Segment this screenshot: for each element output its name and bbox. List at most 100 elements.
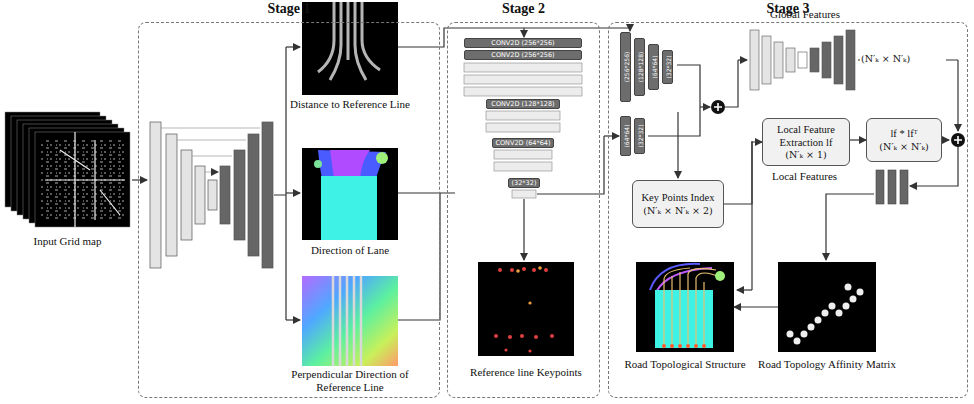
node-label: (256*256) (622, 52, 629, 83)
drawing-part (808, 324, 815, 331)
drawing-part (843, 303, 850, 310)
connector (724, 142, 762, 204)
drawing-part (274, 47, 286, 320)
drawing-part (544, 268, 548, 272)
drawing-part (35, 132, 130, 227)
keypoint-map (478, 262, 574, 356)
drawing-part (822, 310, 829, 317)
drawing-part (520, 334, 524, 338)
drawing-part (523, 28, 524, 37)
drawing-part (711, 100, 725, 114)
drawing-part (794, 338, 801, 345)
drawing-part (686, 344, 690, 348)
drawing-part (353, 276, 356, 366)
drawing-part (671, 276, 672, 346)
drawing-part (494, 334, 498, 338)
stage-heading: Stage 1 (139, 1, 439, 17)
perpendicular-map (302, 276, 398, 366)
drawing-part (532, 268, 536, 272)
drawing-part (954, 136, 962, 144)
image-panel: Input Grid map (5, 112, 130, 227)
drawing-part (332, 276, 335, 366)
feature-layer: (128*128) (634, 38, 645, 96)
drawing-part (362, 2, 380, 70)
connector (734, 306, 778, 307)
drawing-part (360, 276, 363, 366)
drawing-part (679, 272, 680, 346)
arrow (132, 179, 147, 180)
node-label: (N′ₖ × 1) (785, 149, 826, 160)
image-caption: Input Grid map (34, 235, 102, 247)
node-label: lf * lfᵀ (890, 128, 917, 141)
drawing-part (629, 28, 630, 31)
drawing-part (302, 276, 398, 366)
image-caption: Road Topological Structure (624, 358, 745, 370)
drawing-part (762, 36, 771, 84)
stage-region: Stage 1Distance to Reference LineDirecti… (138, 22, 440, 398)
node-label: CONV2D (256*256) (491, 51, 554, 59)
feature-layer: (64*64) (620, 116, 631, 156)
drawing-part (302, 2, 398, 95)
drawing-part (738, 59, 747, 60)
node-label: CONV2D (256*256) (491, 39, 554, 47)
drawing-part (850, 296, 857, 303)
conv-layer: (32*32) (508, 178, 540, 188)
drawing-part (516, 266, 542, 304)
drawing-part (302, 148, 398, 240)
image-panel: Road Topology Affinity Matrix (778, 262, 876, 352)
drawing-part (829, 303, 836, 310)
drawing-part (286, 319, 300, 320)
drawing-part (694, 344, 698, 348)
drawing-part (662, 344, 706, 348)
drawing-part (700, 106, 710, 107)
drawing-part (957, 60, 958, 131)
drawing-part (234, 150, 245, 240)
drawing-part (29, 128, 124, 223)
drawing-part (510, 268, 514, 272)
annotation: Global Features (770, 8, 840, 20)
distance-map (302, 2, 398, 95)
drawing-part (494, 150, 552, 159)
drawing-part (522, 267, 526, 271)
drawing-part (464, 63, 582, 72)
drawing-part (262, 122, 273, 268)
image-caption: Reference line Keypoints (470, 366, 582, 378)
image-panel: Reference line Keypoints (478, 262, 574, 356)
feature-layer: (256*256) (620, 32, 631, 102)
drawing-part (900, 170, 908, 204)
unet (150, 122, 273, 268)
annotation: (N′ₖ × N′ₖ) (861, 53, 910, 64)
drawing-part (846, 30, 855, 90)
drawing-part (787, 331, 794, 338)
feature-layer: (32*32) (634, 118, 645, 154)
drawing-part (538, 266, 542, 270)
feature-layer: (64*64) (648, 44, 659, 90)
drawing-part (662, 344, 666, 348)
drawing-part (696, 273, 722, 346)
image-caption: Perpendicular Direction of Reference Lin… (285, 368, 415, 393)
node-label: (N′ₖ × N′ₖ × 2) (643, 205, 712, 216)
conv-layer: CONV2D (128*128) (486, 99, 560, 109)
drawing-part (787, 284, 864, 345)
drawing-part (339, 276, 342, 366)
drawing-part (778, 262, 876, 352)
input-grid-maps (5, 112, 130, 227)
drawing-part (951, 133, 965, 147)
image-caption: Direction of Lane (311, 244, 389, 256)
drawing-part (650, 264, 700, 290)
drawing-part (810, 48, 819, 72)
sum-node (951, 133, 965, 147)
drawing-part (330, 2, 341, 80)
drawing-part (45, 132, 125, 227)
drawing-part (347, 2, 350, 60)
feature-layer: (32*32) (662, 50, 673, 84)
drawing-part (318, 2, 334, 72)
drawing-part (798, 52, 807, 68)
affinity-map (778, 262, 876, 352)
drawing-part (498, 268, 502, 272)
drawing-part (478, 262, 574, 356)
drawing-part (486, 111, 560, 120)
drawing-part (670, 344, 674, 348)
node-label: CONV2D (64*64) (495, 139, 550, 147)
